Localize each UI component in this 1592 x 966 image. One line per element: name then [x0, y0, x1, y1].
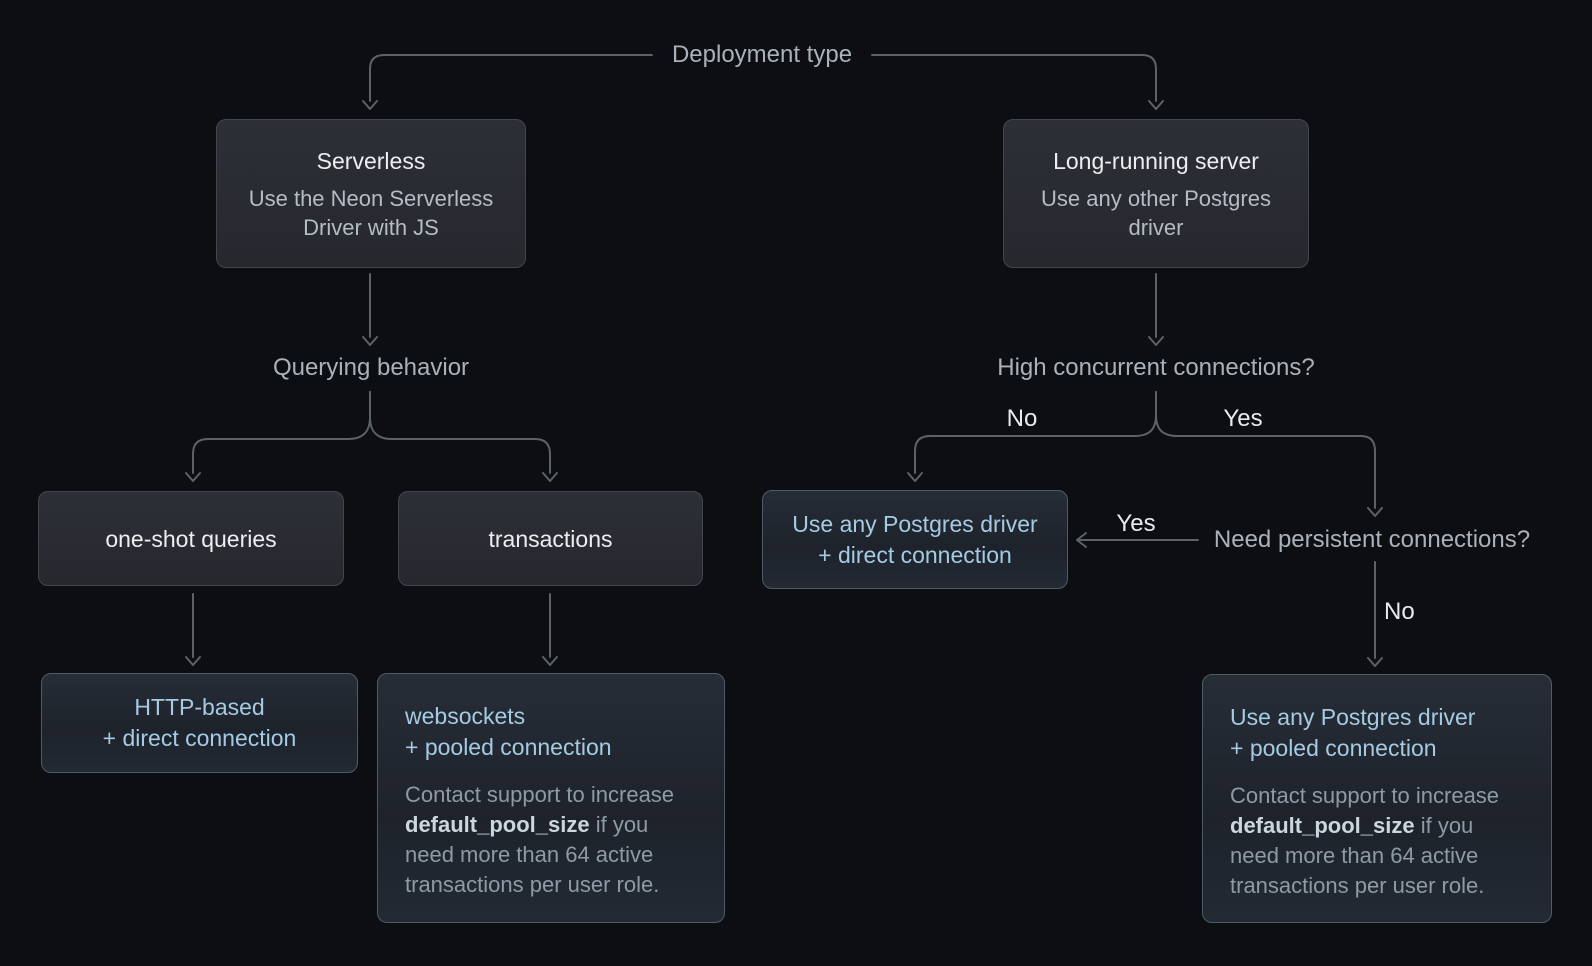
one-shot-queries-node: one-shot queries — [38, 491, 344, 586]
high-concurrent-no-label: No — [1006, 405, 1038, 432]
pooled-result-line2: + pooled connection — [1230, 735, 1437, 761]
note-text: if you need more than 64 active transact… — [405, 812, 660, 897]
serverless-subtitle: Use the Neon Serverless Driver with JS — [248, 185, 494, 240]
default-pool-size-code: default_pool_size — [405, 812, 590, 837]
persistent-yes-label: Yes — [1116, 510, 1156, 537]
websockets-pooled-result-node: websockets + pooled connection Contact s… — [377, 673, 725, 923]
deployment-type-label: Deployment type — [671, 41, 853, 68]
transactions-node: transactions — [398, 491, 703, 586]
persistent-no-label: No — [1384, 598, 1415, 625]
http-result-line2: + direct connection — [102, 725, 297, 751]
any-driver-pooled-result-node: Use any Postgres driver + pooled connect… — [1202, 674, 1552, 923]
long-running-title: Long-running server — [1053, 147, 1259, 174]
note-text: Contact support to increase — [405, 782, 675, 807]
http-result-line1: HTTP-based — [134, 694, 265, 720]
serverless-title: Serverless — [316, 147, 426, 174]
transactions-label: transactions — [488, 525, 613, 552]
querying-behavior-label: Querying behavior — [272, 354, 470, 381]
long-running-node: Long-running server Use any other Postgr… — [1003, 119, 1309, 268]
websockets-result-line1: websockets — [405, 703, 526, 729]
direct-result-line2: + direct connection — [818, 541, 1012, 568]
default-pool-size-code: default_pool_size — [1230, 813, 1415, 838]
high-concurrent-label: High concurrent connections? — [997, 354, 1315, 381]
high-concurrent-yes-label: Yes — [1223, 405, 1263, 432]
websockets-result-note: Contact support to increase default_pool… — [405, 780, 700, 900]
one-shot-queries-label: one-shot queries — [105, 525, 277, 552]
http-direct-result-node: HTTP-based + direct connection — [41, 673, 358, 773]
need-persistent-label: Need persistent connections? — [1213, 526, 1531, 553]
any-driver-direct-result-node: Use any Postgres driver + direct connect… — [762, 490, 1068, 589]
note-text: if you need more than 64 active transact… — [1230, 813, 1485, 898]
long-running-subtitle: Use any other Postgres driver — [1041, 185, 1271, 240]
direct-result-line1: Use any Postgres driver — [792, 510, 1038, 537]
pooled-result-note: Contact support to increase default_pool… — [1230, 781, 1527, 901]
serverless-node: Serverless Use the Neon Serverless Drive… — [216, 119, 526, 268]
websockets-result-line2: + pooled connection — [405, 734, 612, 760]
pooled-result-line1: Use any Postgres driver — [1230, 704, 1476, 730]
note-text: Contact support to increase — [1230, 783, 1500, 808]
